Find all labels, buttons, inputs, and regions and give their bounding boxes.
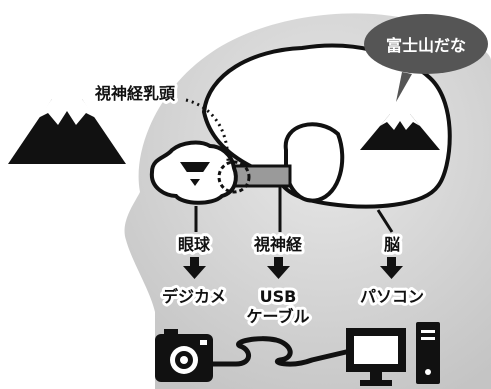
brain-label: 脳 xyxy=(384,235,400,254)
thought-bubble: 富士山だな xyxy=(364,14,488,102)
usb-cable-icon xyxy=(210,336,349,367)
optic-disc-leader xyxy=(185,98,230,163)
eyeball-label: 眼球 xyxy=(178,235,211,254)
brain-leader xyxy=(376,209,394,233)
down-arrow-icon xyxy=(267,257,290,279)
usb-analogy-label-line2: ケーブル xyxy=(246,307,309,326)
optic-disc-label: 視神経乳頭 xyxy=(94,84,176,103)
brain-fuji-icon xyxy=(360,114,440,150)
inverted-fuji-icon xyxy=(180,162,210,186)
optic-disc-circle xyxy=(217,160,251,194)
thought-bubble-text: 富士山だな xyxy=(386,36,466,55)
optic-nerve-shape xyxy=(232,164,292,188)
computer-analogy-label: パソコン xyxy=(360,287,424,306)
optic-nerve-label: 視神経 xyxy=(253,235,303,254)
usb-analogy-label-line1: USB xyxy=(260,287,297,306)
camera-analogy-label: デジカメ xyxy=(162,287,226,306)
mountain-fuji-icon xyxy=(8,99,126,164)
camera-icon xyxy=(155,329,213,382)
computer-icon xyxy=(346,322,440,386)
brainstem-shape xyxy=(283,122,345,203)
down-arrow-icon xyxy=(380,257,403,279)
down-arrow-icon xyxy=(183,257,206,279)
